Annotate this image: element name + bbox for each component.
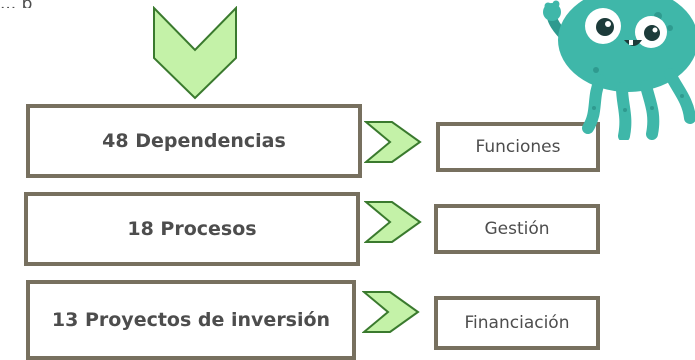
procesos-label: 18 Procesos [127,218,257,240]
proyectos-box: 13 Proyectos de inversión [26,280,356,360]
dependencias-box: 48 Dependencias [26,104,362,178]
chevron-down-icon [153,6,237,100]
chevron-right-icon [364,121,422,163]
procesos-box: 18 Procesos [24,192,360,266]
gestion-label: Gestión [484,219,550,239]
funciones-box: Funciones [436,122,600,172]
gestion-box: Gestión [434,204,600,254]
top-caption: ... p [0,0,300,8]
dependencias-label: 48 Dependencias [102,130,286,152]
chevron-right-icon [362,291,420,333]
funciones-label: Funciones [475,137,561,157]
financiacion-box: Financiación [434,296,600,350]
monster-mascot-icon [543,0,695,140]
proyectos-label: 13 Proyectos de inversión [51,309,331,331]
chevron-right-icon [364,201,422,243]
financiacion-label: Financiación [464,313,570,333]
